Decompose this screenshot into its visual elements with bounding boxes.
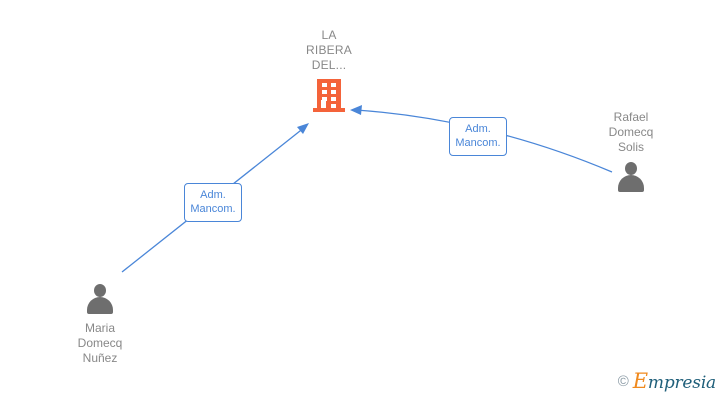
person-name: Maria Domecq Nuñez (77, 321, 123, 365)
person-icon[interactable] (614, 161, 648, 193)
edge-arrowhead-maria (297, 123, 309, 134)
person-node-rafael[interactable]: Rafael Domecq Solis (566, 110, 696, 193)
edge-label-maria[interactable]: Adm. Mancom. (184, 183, 242, 222)
building-base (313, 108, 345, 112)
building-window (331, 97, 336, 101)
person-body (618, 175, 644, 192)
building-window (331, 104, 336, 108)
edge-line-rafael (355, 109, 613, 173)
building-door (321, 100, 326, 108)
building-window (331, 83, 336, 87)
brand-initial: E (632, 369, 648, 393)
company-node[interactable]: LA RIBERA DEL... (269, 28, 389, 112)
edge-arrowhead-rafael (350, 105, 362, 115)
person-name: Rafael Domecq Solis (608, 110, 654, 154)
person-body (87, 297, 113, 314)
brand-name: Empresia (633, 371, 716, 392)
building-window (322, 90, 327, 94)
brand-rest: mpresia (647, 373, 716, 393)
building-window (322, 97, 327, 101)
person-node-maria[interactable]: Maria Domecq Nuñez (35, 283, 165, 366)
watermark: © Empresia (618, 371, 716, 392)
company-title: LA RIBERA DEL... (306, 28, 352, 72)
building-window (331, 90, 336, 94)
person-icon[interactable] (83, 283, 117, 315)
person-head (94, 284, 106, 297)
edge-label-rafael[interactable]: Adm. Mancom. (449, 117, 507, 156)
person-head (625, 162, 637, 175)
copyright-icon: © (617, 373, 629, 390)
building-window (322, 83, 327, 87)
building-icon[interactable] (313, 79, 345, 112)
